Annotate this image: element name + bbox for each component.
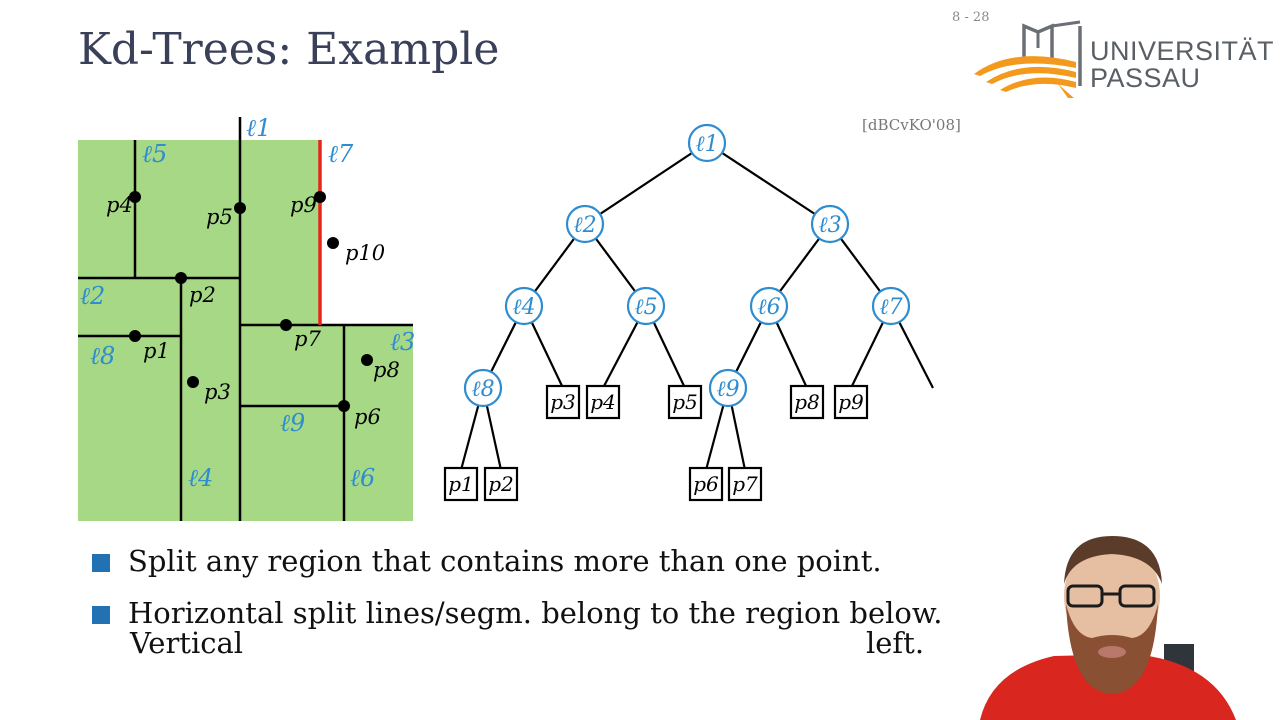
label-l3: ℓ3 [390,328,415,356]
tree-leaf-label: p5 [672,390,698,414]
tree-leaf-label: p6 [693,472,719,496]
page-number: 8 - 28 [952,10,990,25]
label-p6: p6 [354,405,381,429]
point-p6 [338,400,350,412]
point-p3 [187,376,199,388]
university-logo-icon [974,20,1082,98]
label-p4: p4 [106,193,133,217]
tree-node-l6 [749,286,789,326]
tree-leaf-label: p1 [448,472,474,496]
bullet-list: Split any region that contains more than… [92,540,992,660]
point-p8 [361,354,373,366]
tree-leaf-p9 [833,384,869,420]
tree-leaf-label: p8 [794,390,820,414]
tree-leaf-label: p9 [838,390,864,414]
point-p7 [280,319,292,331]
presenter-webcam [974,532,1280,720]
point-p9 [314,191,326,203]
logo-line-2: PASSAU [1090,63,1201,93]
label-p2: p2 [189,283,216,307]
tree-node-label: ℓ9 [716,377,739,402]
tree-leaf-label: p2 [488,472,514,496]
slide-title: Kd-Trees: Example [78,24,500,75]
tree-edge [584,142,708,225]
logo-line-1: UNIVERSITÄT [1090,36,1275,66]
tree-node-label: ℓ5 [634,295,657,320]
bullet-item: Split any region that contains more than… [92,540,992,592]
label-l9: ℓ9 [280,409,305,437]
point-p1 [129,330,141,342]
bullet-text: Horizontal split lines/segm. belong to t… [128,596,943,630]
point-p2 [175,272,187,284]
label-p9: p9 [290,193,317,217]
point-p10 [327,237,339,249]
tree-leaf-p4 [585,384,621,420]
bullet-square-icon [92,606,110,624]
bullet-square-icon [92,554,110,572]
label-p8: p8 [373,358,400,382]
kd-tree: ℓ1 ℓ2 ℓ3 ℓ4 ℓ5 ℓ6 ℓ7 ℓ8 ℓ9 [443,123,934,502]
tree-node-label: ℓ4 [512,295,535,320]
tree-leaf-p1 [443,466,479,502]
tree-edge [706,142,831,225]
plane-partition: ℓ1 ℓ5 ℓ7 ℓ2 ℓ8 ℓ3 ℓ9 ℓ4 ℓ6 p4 p5 p9 p10 … [78,114,415,521]
citation: [dBCvKO'08] [862,116,961,134]
tree-leaf-p3 [545,384,581,420]
tree-node-label: ℓ8 [471,377,494,402]
tree-leaf-p5 [667,384,703,420]
point-p4 [129,191,141,203]
kd-tree-diagram: ℓ1 ℓ5 ℓ7 ℓ2 ℓ8 ℓ3 ℓ9 ℓ4 ℓ6 p4 p5 p9 p10 … [78,114,934,521]
tree-node-l1 [687,123,727,163]
label-p5: p5 [206,205,233,229]
bullet-item: Horizontal split lines/segm. belong to t… [92,592,992,644]
tree-node-label: ℓ3 [818,213,841,238]
label-l4: ℓ4 [188,464,213,492]
tree-node-l2 [565,204,605,244]
tree-leaf-label: p7 [732,472,758,496]
bullet-continuation-right: left. [866,626,925,660]
tree-leaf-p8 [789,384,825,420]
bullet-continuation-left: Vertical [130,626,244,660]
tree-leaf-p2 [483,466,519,502]
tree-node-label: ℓ1 [695,132,718,157]
tree-leaf-label: p3 [550,390,576,414]
university-logo-text: UNIVERSITÄT PASSAU [1090,38,1274,92]
label-l7: ℓ7 [328,140,354,168]
tree-node-label: ℓ6 [757,295,780,320]
label-l5: ℓ5 [142,140,167,168]
tree-leaf-p6 [688,466,724,502]
tree-leaf-p7 [727,466,763,502]
tree-node-label: ℓ7 [879,295,902,320]
bullet-text: Split any region that contains more than… [128,544,882,578]
tree-node-label: ℓ2 [573,213,596,238]
tree-node-l5 [626,286,666,326]
tree-node-l7 [871,286,911,326]
label-p7: p7 [294,327,321,351]
tree-node-l3 [810,204,850,244]
point-p5 [234,202,246,214]
label-p10: p10 [345,241,385,265]
tree-node-l4 [504,286,544,326]
region-fill [78,140,413,521]
label-p1: p1 [143,339,170,363]
label-l8: ℓ8 [90,342,115,370]
tree-node-l9 [708,368,748,408]
label-l2: ℓ2 [80,282,105,310]
tree-leaf-label: p4 [590,390,616,414]
label-l1: ℓ1 [246,114,271,142]
tree-node-l8 [463,368,503,408]
label-l6: ℓ6 [350,464,375,492]
label-p3: p3 [204,380,231,404]
